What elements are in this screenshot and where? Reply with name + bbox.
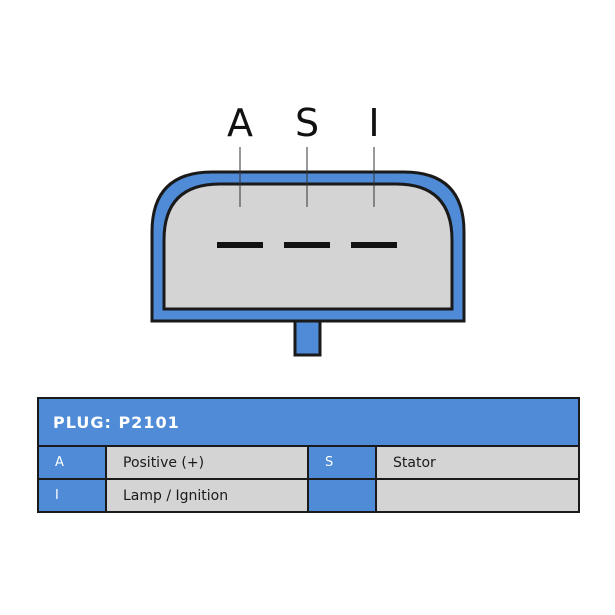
pin-lines — [239, 147, 375, 207]
pin-code-cell: S — [307, 445, 377, 480]
pin-code-cell — [307, 478, 377, 513]
pin-letter-s: S — [295, 101, 319, 145]
pin-description-cell — [374, 478, 581, 513]
pin-description-cell: Positive (+) — [105, 445, 309, 480]
table-row: A Positive (+) S Stator — [37, 445, 581, 480]
plug-table: PLUG: P2101 A Positive (+) S Stator I La… — [36, 397, 581, 513]
plug-title: PLUG: P2101 — [36, 397, 581, 447]
pin-letter-a: A — [227, 101, 253, 145]
plug-title-row: PLUG: P2101 — [36, 397, 581, 447]
pin-description-cell: Stator — [374, 445, 581, 480]
pin-slots — [217, 242, 397, 248]
pin-code-cell: A — [37, 445, 107, 480]
pin-code-cell: I — [37, 478, 107, 513]
table-row: I Lamp / Ignition — [37, 478, 581, 513]
pin-description-cell: Lamp / Ignition — [105, 478, 309, 513]
pin-slot-a — [217, 242, 263, 248]
pin-slot-i — [351, 242, 397, 248]
connector-tab — [293, 316, 322, 357]
pin-letter-i: I — [368, 101, 379, 145]
pin-slot-s — [284, 242, 330, 248]
